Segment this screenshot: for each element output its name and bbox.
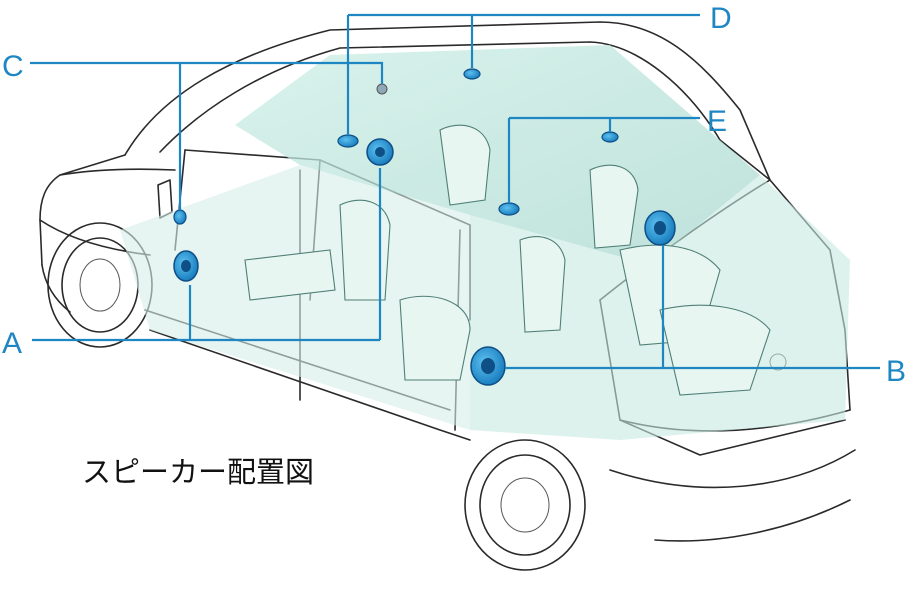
- callout-leader-lines: [30, 13, 880, 370]
- speaker-d-roof: [463, 68, 481, 80]
- speaker-b-rear-quarter: [644, 210, 676, 246]
- callout-label-c: C: [2, 50, 24, 83]
- speaker-e-roof-mid: [498, 202, 520, 216]
- callout-label-d: D: [710, 2, 732, 35]
- speaker-b-rear-door: [470, 346, 506, 386]
- diagram-caption: スピーカー配置図: [82, 455, 314, 489]
- callout-label-e: E: [707, 105, 727, 138]
- rear-wheel: [464, 439, 586, 571]
- speaker-c-tweeter-pillar: [173, 209, 187, 225]
- speaker-c-center: [376, 83, 388, 95]
- speaker-e-roof-rear: [601, 131, 619, 143]
- seats: [244, 124, 771, 396]
- callout-label-a: A: [2, 327, 22, 360]
- callout-label-b: B: [886, 355, 906, 388]
- speaker-d-dash-top: [337, 134, 359, 148]
- speaker-a-dash: [366, 138, 394, 166]
- speaker-a-front-door: [173, 250, 199, 282]
